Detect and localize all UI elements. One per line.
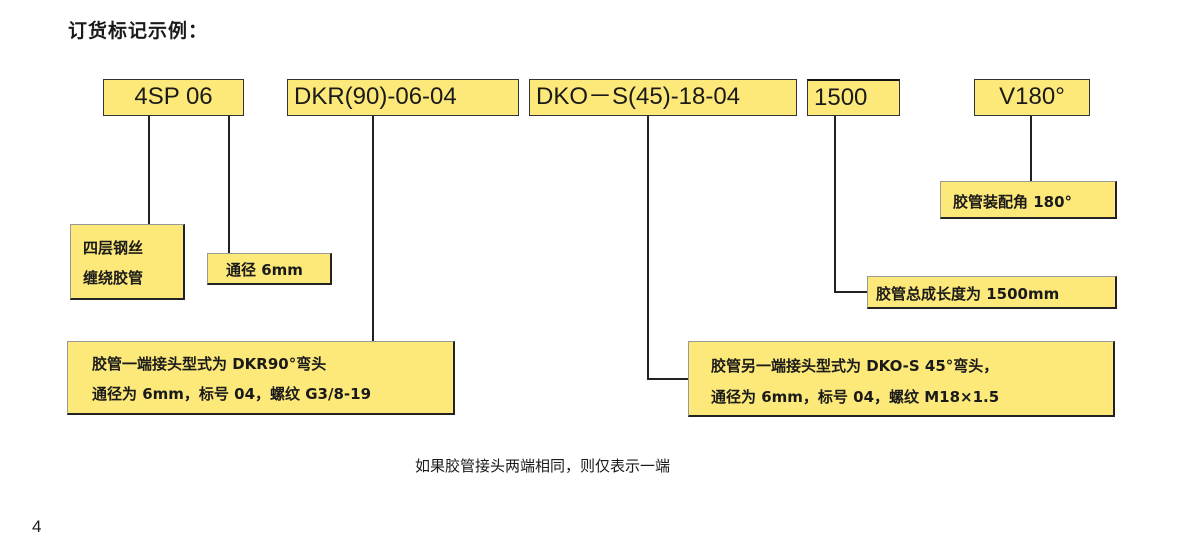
connector-length-vertical — [834, 116, 836, 293]
connector-angle — [1030, 116, 1032, 182]
page-number: 4 — [32, 517, 42, 536]
label-hose-type-line2: 缠绕胶管 — [83, 269, 144, 287]
code-end1: DKR(90)-06-04 — [287, 79, 519, 116]
label-hose-type: 四层钢丝 缠绕胶管 — [70, 224, 185, 300]
code-angle: V180° — [974, 79, 1090, 116]
connector-end2-horizontal — [647, 378, 689, 380]
label-end1-line1: 胶管一端接头型式为 DKR90°弯头 — [92, 355, 327, 373]
page-title: 订货标记示例： — [68, 20, 209, 42]
label-end2-line2: 通径为 6mm，标号 04，螺纹 M18×1.5 — [711, 388, 1000, 406]
label-angle: 胶管装配角 180° — [940, 181, 1117, 219]
label-hose-type-line1: 四层钢丝 — [83, 239, 144, 257]
label-end1: 胶管一端接头型式为 DKR90°弯头 通径为 6mm，标号 04，螺纹 G3/8… — [67, 341, 455, 415]
connector-end2-vertical — [647, 116, 649, 380]
code-end2: DKO－S(45)-18-04 — [529, 79, 797, 116]
connector-bore — [228, 116, 230, 254]
connector-end1 — [372, 116, 374, 342]
label-end1-line2: 通径为 6mm，标号 04，螺纹 G3/8-19 — [92, 385, 372, 403]
label-end2: 胶管另一端接头型式为 DKO-S 45°弯头， 通径为 6mm，标号 04，螺纹… — [688, 341, 1115, 417]
code-hose: 4SP 06 — [103, 79, 244, 116]
label-length: 胶管总成长度为 1500mm — [867, 276, 1117, 309]
connector-hose-type — [148, 116, 150, 226]
label-end2-line1: 胶管另一端接头型式为 DKO-S 45°弯头， — [711, 357, 999, 375]
label-bore: 通径 6mm — [207, 253, 332, 285]
connector-length-horizontal — [834, 291, 868, 293]
footnote: 如果胶管接头两端相同，则仅表示一端 — [415, 457, 671, 475]
code-length: 1500 — [807, 79, 900, 116]
